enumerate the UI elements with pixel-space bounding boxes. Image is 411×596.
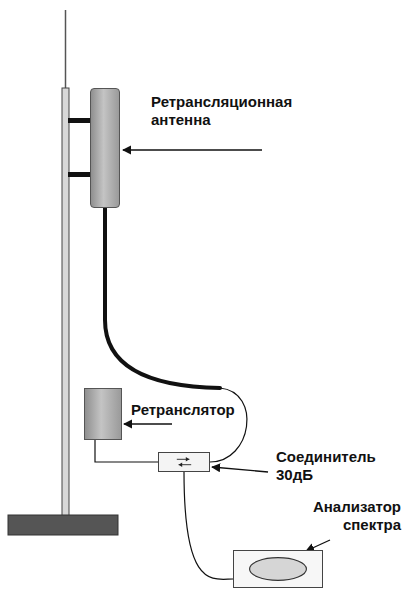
coupler-symbol [159, 453, 209, 471]
coupler-box: Соединитель 30дБ [158, 452, 210, 472]
mast-base [8, 515, 118, 535]
cable [184, 472, 233, 579]
relay-antenna: Ретрансляционная антенна [90, 88, 120, 208]
repeater-box: Ретранслятор [84, 388, 122, 440]
antenna-bracket [68, 172, 91, 177]
callout-label: Анализатор спектра [291, 498, 401, 534]
cable-connector [95, 440, 158, 462]
cable [210, 388, 247, 462]
cable [95, 440, 158, 462]
analyzer-screen [234, 551, 322, 587]
callout-label: Ретрансляционная антенна [151, 93, 301, 129]
leader-arrow [124, 423, 172, 424]
leader-arrow [123, 149, 262, 150]
antenna-bracket [68, 118, 91, 123]
callout-label: Соединитель 30дБ [276, 448, 388, 484]
spectrum-analyzer: Анализатор спектра [233, 550, 323, 588]
mast-pole [62, 88, 69, 516]
mast-top [65, 10, 67, 90]
callout-label: Ретранслятор [131, 401, 235, 419]
cable-connector [105, 208, 247, 462]
cable [105, 208, 220, 388]
cable-connector [184, 472, 233, 579]
leader-arrow [212, 467, 268, 472]
